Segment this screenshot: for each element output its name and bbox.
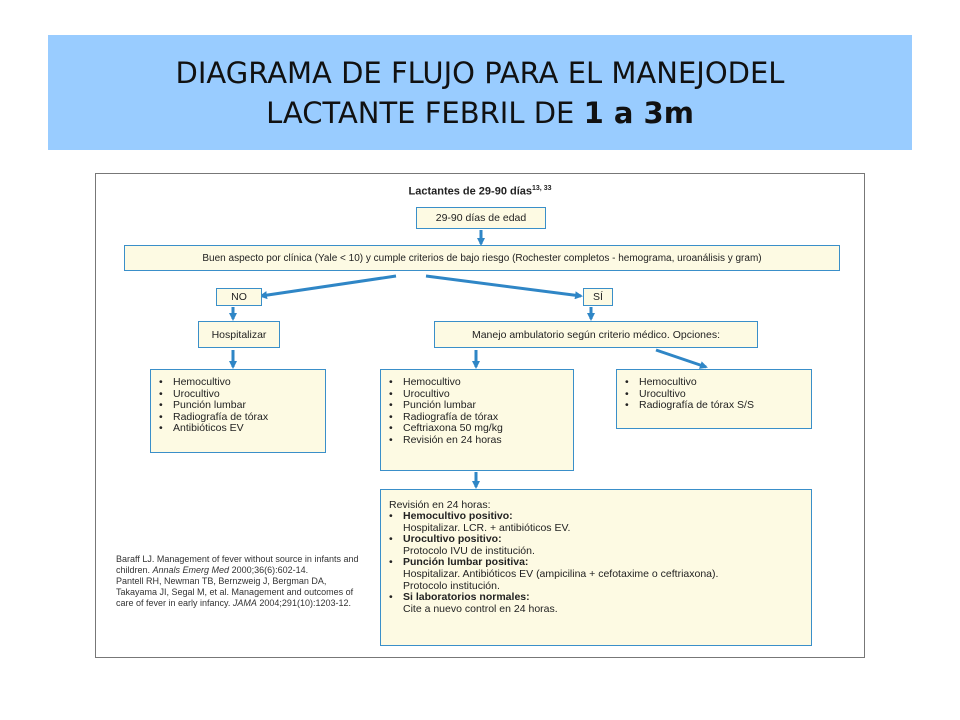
- list-item: Revisión en 24 horas: [381, 434, 573, 447]
- flow-arrows: [229, 230, 708, 489]
- list-item: Punción lumbar: [151, 400, 325, 412]
- revision-item-line: Hospitalizar. LCR. + antibióticos EV.: [403, 521, 571, 534]
- reference-1-tail: 2000;36(6):602-14.: [229, 565, 309, 575]
- age-box-text: 29-90 días de edad: [435, 212, 527, 224]
- reference-1-text: Baraff LJ. Management of fever without s…: [116, 554, 359, 575]
- revision-item: Si laboratorios normales: Cite a nuevo c…: [381, 592, 811, 615]
- revision-item: Punción lumbar positiva: Hospitalizar. A…: [381, 557, 811, 592]
- hospital-tests-list: Hemocultivo Urocultivo Punción lumbar Ra…: [151, 376, 325, 435]
- list-item: Urocultivo: [381, 388, 573, 401]
- revision-heading: Revisión en 24 horas:: [389, 499, 491, 511]
- list-item: Radiografía de tórax: [381, 411, 573, 424]
- list-item: Radiografía de tórax: [151, 411, 325, 424]
- reference-2-tail: 2004;291(10):1203-12.: [256, 598, 351, 608]
- criteria-box: Buen aspecto por clínica (Yale < 10) y c…: [124, 245, 840, 271]
- option2-list: Hemocultivo Urocultivo Radiografía de tó…: [617, 376, 811, 412]
- revision-item-line: Cite a nuevo control en 24 horas.: [403, 602, 558, 615]
- no-label: NO: [231, 291, 247, 303]
- reference-1: Baraff LJ. Management of fever without s…: [116, 554, 361, 576]
- revision-item: Hemocultivo positivo: Hospitalizar. LCR.…: [381, 510, 811, 534]
- manejo-box: Manejo ambulatorio según criterio médico…: [434, 321, 758, 348]
- revision-item-line: Protocolo institución.: [403, 579, 500, 592]
- list-item: Urocultivo: [151, 388, 325, 401]
- figure-title: Lactantes de 29-90 días13, 33: [96, 185, 864, 198]
- revision-item-title: Punción lumbar positiva:: [403, 556, 529, 569]
- reference-2-text: Pantell RH, Newman TB, Bernzweig J, Berg…: [116, 576, 354, 608]
- revision-item: Urocultivo positivo: Protocolo IVU de in…: [381, 534, 811, 557]
- figure-title-text: Lactantes de 29-90 días: [408, 185, 533, 198]
- arrow-manejo-to-opt2: [655, 348, 708, 369]
- arrow-criteria-to-si: [425, 274, 583, 300]
- revision-item-title: Hemocultivo positivo:: [403, 510, 513, 522]
- slide-title-line2: LACTANTE FEBRIL DE 1 a 3m: [266, 93, 694, 133]
- list-item: Urocultivo: [617, 388, 811, 401]
- si-box: SÍ: [583, 288, 613, 306]
- flowchart-figure: Lactantes de 29-90 días13, 33 29-90 días…: [95, 173, 865, 658]
- si-label: SÍ: [593, 291, 603, 303]
- reference-1-journal: Annals Emerg Med: [152, 565, 230, 575]
- arrow-criteria-to-no: [259, 274, 397, 300]
- list-item: Hemocultivo: [151, 376, 325, 389]
- reference-2-journal: JAMA: [232, 598, 257, 608]
- option1-list: Hemocultivo Urocultivo Punción lumbar Ra…: [381, 376, 573, 447]
- revision-list: Hemocultivo positivo: Hospitalizar. LCR.…: [381, 510, 811, 615]
- slide-title-line2-bold: 1 a 3m: [583, 95, 694, 130]
- slide-title: DIAGRAMA DE FLUJO PARA EL MANEJODEL LACT…: [48, 35, 912, 150]
- hospital-tests-box: Hemocultivo Urocultivo Punción lumbar Ra…: [150, 369, 326, 453]
- revision-item-line: Hospitalizar. Antibióticos EV (ampicilin…: [403, 567, 719, 580]
- hospitalizar-box: Hospitalizar: [198, 321, 280, 348]
- list-item: Punción lumbar: [381, 400, 573, 412]
- criteria-box-text: Buen aspecto por clínica (Yale < 10) y c…: [202, 252, 762, 264]
- option1-box: Hemocultivo Urocultivo Punción lumbar Ra…: [380, 369, 574, 471]
- slide-title-line2-prefix: LACTANTE FEBRIL DE: [266, 95, 584, 130]
- list-item: Radiografía de tórax S/S: [617, 400, 811, 412]
- reference-2: Pantell RH, Newman TB, Bernzweig J, Berg…: [116, 576, 361, 609]
- no-box: NO: [216, 288, 262, 306]
- references: Baraff LJ. Management of fever without s…: [116, 554, 361, 609]
- figure-title-sup: 13, 33: [532, 185, 552, 192]
- list-item: Antibióticos EV: [151, 423, 325, 435]
- revision-item-title: Urocultivo positivo:: [403, 533, 502, 546]
- revision-item-line: Protocolo IVU de institución.: [403, 544, 535, 557]
- age-box: 29-90 días de edad: [416, 207, 546, 229]
- option2-box: Hemocultivo Urocultivo Radiografía de tó…: [616, 369, 812, 429]
- revision-box: Revisión en 24 horas: Hemocultivo positi…: [380, 489, 812, 646]
- list-item: Ceftriaxona 50 mg/kg: [381, 423, 573, 435]
- revision-item-title: Si laboratorios normales:: [403, 591, 530, 604]
- list-item: Hemocultivo: [617, 376, 811, 389]
- hospitalizar-text: Hospitalizar: [211, 328, 267, 341]
- list-item: Hemocultivo: [381, 376, 573, 389]
- manejo-text: Manejo ambulatorio según criterio médico…: [471, 328, 721, 341]
- slide-title-line1: DIAGRAMA DE FLUJO PARA EL MANEJODEL: [175, 55, 785, 90]
